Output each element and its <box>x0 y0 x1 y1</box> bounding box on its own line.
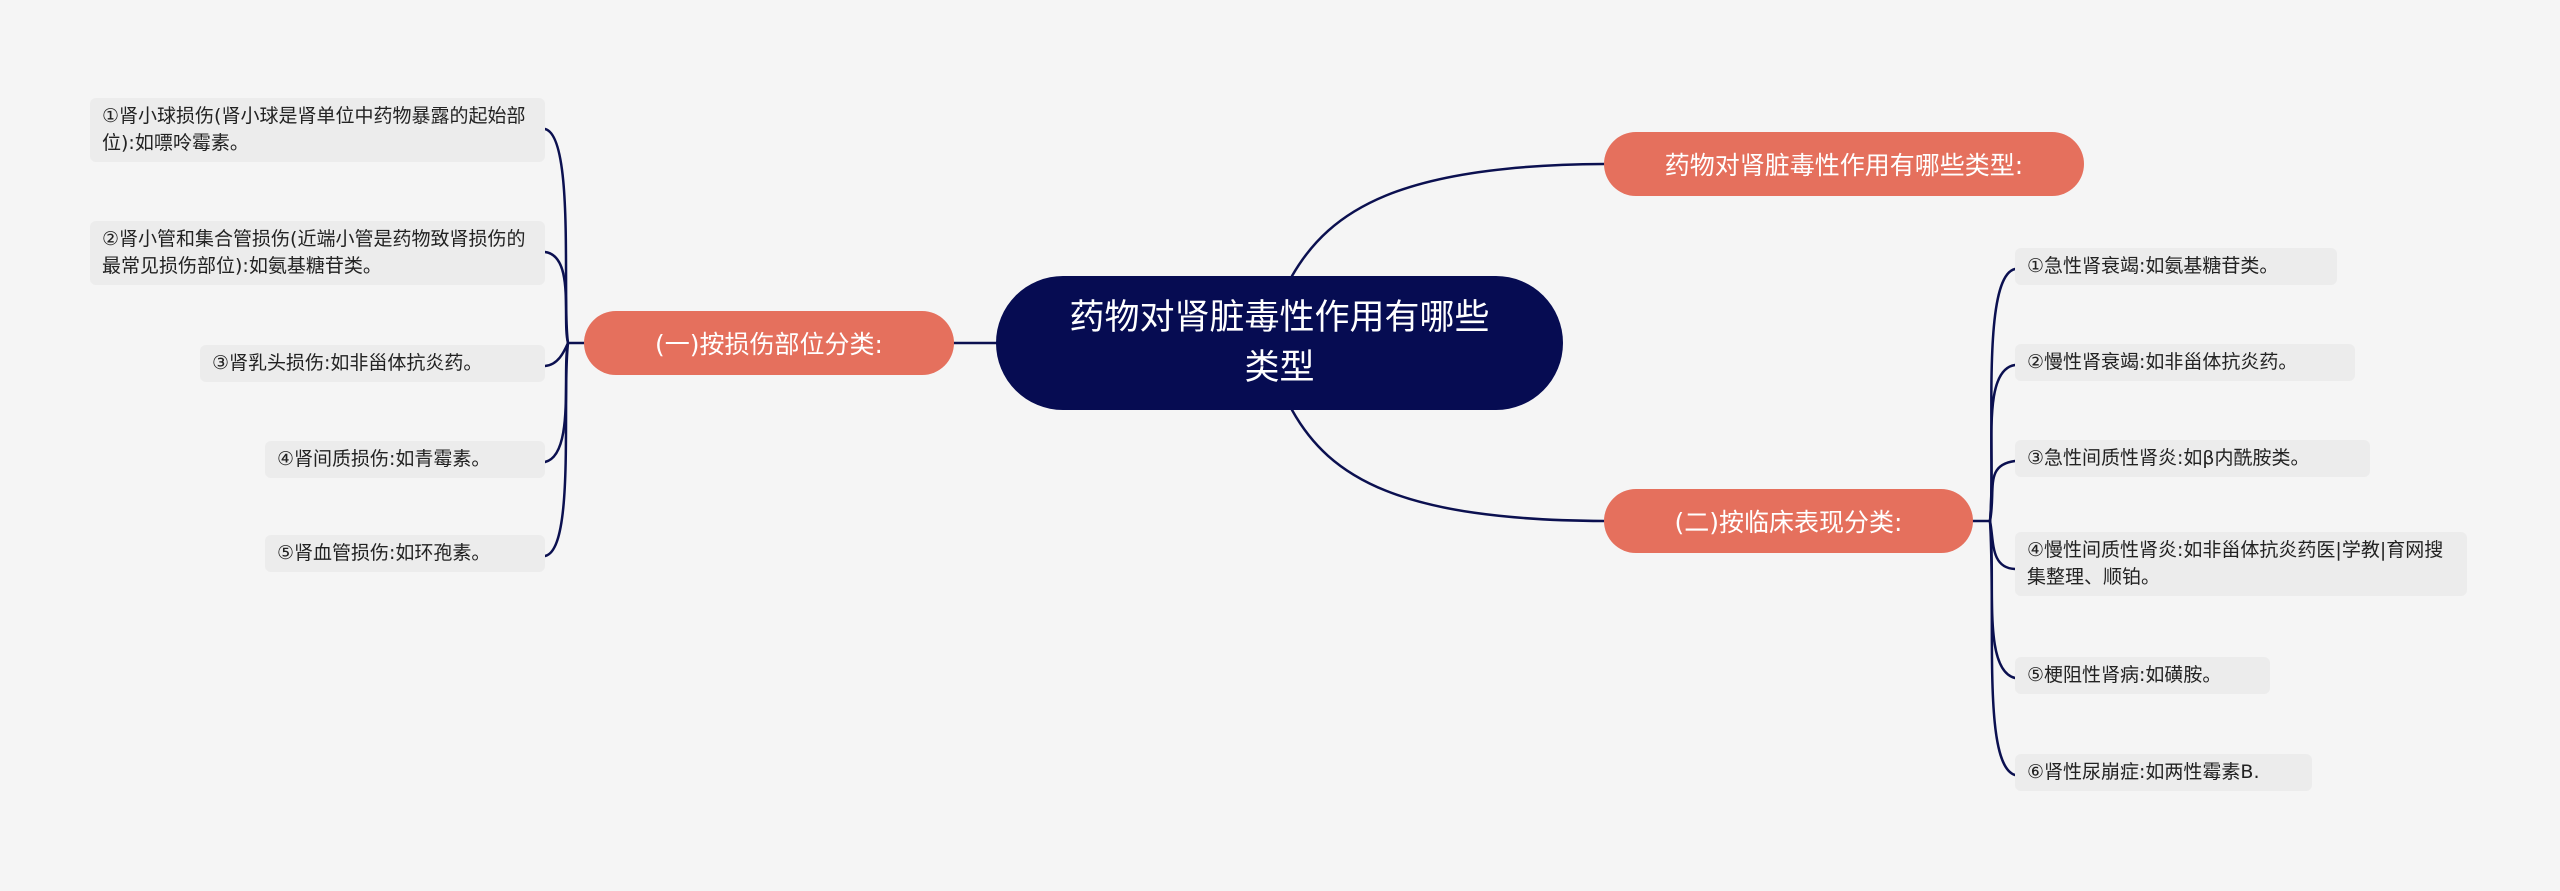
branch-by-site-label: (一)按损伤部位分类: <box>655 330 883 359</box>
leaf-text: ⑥肾性尿崩症:如两性霉素B. <box>2027 761 2260 783</box>
connector-by-clinical-leaf-2 <box>1988 363 2017 523</box>
leaf-by-clinical-2[interactable]: ②慢性肾衰竭:如非甾体抗炎药。 <box>2015 344 2355 381</box>
leaf-text: ②肾小管和集合管损伤(近端小管是药物致肾损伤的最常见损伤部位):如氨基糖苷类。 <box>102 228 526 277</box>
leaf-text: ①急性肾衰竭:如氨基糖苷类。 <box>2027 255 2279 277</box>
leaf-text: ⑤梗阻性肾病:如磺胺。 <box>2027 664 2222 686</box>
connector-by-site-leaf-2 <box>543 250 570 345</box>
leaf-text: ④慢性间质性肾炎:如非甾体抗炎药医|学教|育网搜集整理、顺铂。 <box>2027 539 2444 588</box>
leaf-by-clinical-3[interactable]: ③急性间质性肾炎:如β内酰胺类。 <box>2015 440 2370 477</box>
branch-by-clinical[interactable]: (二)按临床表现分类: <box>1604 489 1973 553</box>
root-node[interactable]: 药物对肾脏毒性作用有哪些类型 <box>996 276 1563 410</box>
leaf-by-site-2[interactable]: ②肾小管和集合管损伤(近端小管是药物致肾损伤的最常见损伤部位):如氨基糖苷类。 <box>90 221 545 285</box>
leaf-text: ⑤肾血管损伤:如环孢素。 <box>277 542 491 564</box>
leaf-text: ②慢性肾衰竭:如非甾体抗炎药。 <box>2027 351 2298 373</box>
connector-root-to-types-question <box>1290 162 1606 278</box>
connector-by-clinical-leaf-4 <box>1988 519 2017 571</box>
leaf-by-site-4[interactable]: ④肾间质损伤:如青霉素。 <box>265 441 545 478</box>
leaf-by-site-1[interactable]: ①肾小球损伤(肾小球是肾单位中药物暴露的起始部位):如嘌呤霉素。 <box>90 98 545 162</box>
connector-by-clinical-leaf-6 <box>1988 519 2017 777</box>
connector-by-clinical-leaf-3 <box>1988 459 2017 523</box>
root-title: 药物对肾脏毒性作用有哪些类型 <box>1069 298 1490 388</box>
leaf-by-site-3[interactable]: ③肾乳头损伤:如非甾体抗炎药。 <box>200 345 545 382</box>
leaf-by-clinical-5[interactable]: ⑤梗阻性肾病:如磺胺。 <box>2015 657 2270 694</box>
connector-root-to-by-clinical <box>1290 408 1606 523</box>
leaf-text: ③肾乳头损伤:如非甾体抗炎药。 <box>212 352 483 374</box>
leaf-by-site-5[interactable]: ⑤肾血管损伤:如环孢素。 <box>265 535 545 572</box>
leaf-by-clinical-1[interactable]: ①急性肾衰竭:如氨基糖苷类。 <box>2015 248 2337 285</box>
leaf-text: ④肾间质损伤:如青霉素。 <box>277 448 491 470</box>
connector-by-site-leaf-5 <box>543 341 570 558</box>
branch-by-clinical-label: (二)按临床表现分类: <box>1674 508 1903 537</box>
connector-by-site-leaf-1 <box>543 127 570 345</box>
branch-types-question[interactable]: 药物对肾脏毒性作用有哪些类型: <box>1604 132 2084 196</box>
leaf-by-clinical-4[interactable]: ④慢性间质性肾炎:如非甾体抗炎药医|学教|育网搜集整理、顺铂。 <box>2015 532 2467 596</box>
leaf-text: ①肾小球损伤(肾小球是肾单位中药物暴露的起始部位):如嘌呤霉素。 <box>102 105 526 154</box>
branch-by-site[interactable]: (一)按损伤部位分类: <box>584 311 954 375</box>
leaf-text: ③急性间质性肾炎:如β内酰胺类。 <box>2027 447 2310 469</box>
branch-types-question-label: 药物对肾脏毒性作用有哪些类型: <box>1664 151 2024 180</box>
leaf-by-clinical-6[interactable]: ⑥肾性尿崩症:如两性霉素B. <box>2015 754 2312 791</box>
connector-by-site-leaf-3 <box>543 341 570 368</box>
